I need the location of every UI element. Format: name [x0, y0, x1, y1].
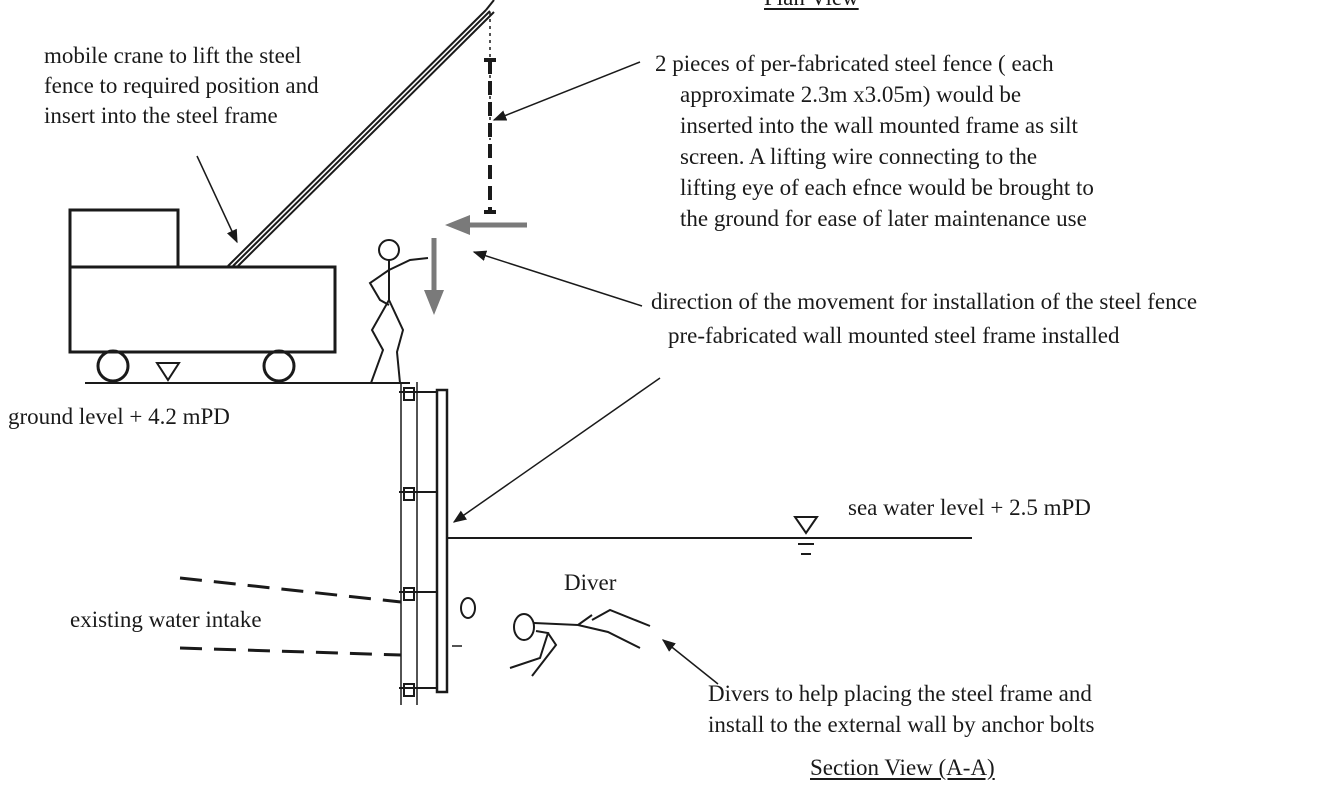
ground-level-label: ground level + 4.2 mPD	[8, 404, 230, 429]
crane-cab	[68, 208, 180, 269]
leader-arrows	[196, 61, 719, 685]
steel-frame	[435, 388, 449, 694]
divers-note-line-2: install to the external wall by anchor b…	[708, 712, 1095, 737]
fence-label-line-2: approximate 2.3m x3.05m) would be	[680, 82, 1022, 107]
plan-view-heading: Plan View	[764, 0, 859, 13]
bubble	[460, 597, 476, 619]
divers-note-line-1: Divers to help placing the steel frame a…	[708, 681, 1092, 706]
steel-fence	[484, 58, 496, 214]
crane-label-line-1: mobile crane to lift the steel	[44, 43, 302, 68]
section-view-heading: Section View (A-A)	[810, 755, 995, 780]
movement-arrows	[424, 215, 527, 315]
diver-figure	[509, 608, 651, 677]
sea-level-marker	[793, 516, 819, 555]
worker-figure	[368, 239, 429, 384]
fence-label-line-1: 2 pieces of per-fabricated steel fence (…	[655, 51, 1054, 76]
diver-label: Diver	[564, 570, 617, 595]
frame-label: pre-fabricated wall mounted steel frame …	[668, 323, 1120, 348]
direction-label: direction of the movement for installati…	[651, 289, 1198, 314]
wall-and-frame	[399, 382, 449, 705]
fence-label-line-3: inserted into the wall mounted frame as …	[680, 113, 1078, 138]
ground-level-marker	[155, 362, 181, 382]
crane-label-line-3: insert into the steel frame	[44, 103, 278, 128]
water-intake-pipes	[179, 576, 402, 657]
fence-label-line-6: the ground for ease of later maintenance…	[680, 206, 1087, 231]
fence-label-line-4: screen. A lifting wire connecting to the	[680, 144, 1038, 169]
crane-wheel-right	[262, 349, 296, 383]
crane-body	[68, 265, 337, 354]
mobile-crane	[68, 208, 337, 383]
crane-label-line-2: fence to required position and	[44, 73, 319, 98]
sea-level-label: sea water level + 2.5 mPD	[848, 495, 1091, 520]
fence-label-line-5: lifting eye of each efnce would be broug…	[680, 175, 1094, 200]
crane-wheel-left	[96, 349, 130, 383]
crane-boom	[227, 0, 495, 267]
water-intake-label: existing water intake	[70, 607, 262, 632]
